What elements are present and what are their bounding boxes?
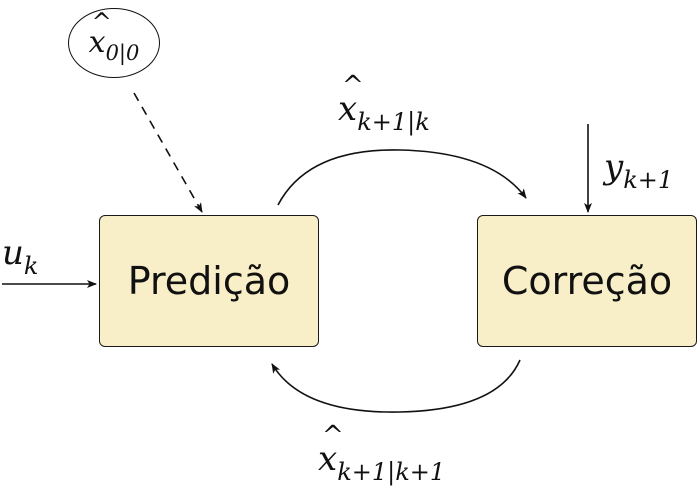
initial-state-arrow [133,92,203,213]
prediction-block: Predição [99,215,319,347]
prediction-to-correction-arrow [277,149,527,206]
prediction-label: Predição [127,259,291,303]
correction-to-prediction-arrow [271,359,521,413]
initial-state-label: ^x0|0 [88,8,140,65]
initial-state-node: ^x0|0 [68,8,160,78]
correction-block: Correção [477,215,697,347]
measurement-label: yk+1 [604,147,674,194]
corrected-estimate-label: ^xk+1|k+1 [318,421,446,486]
predicted-estimate-label: ^xk+1|k [338,71,430,136]
input-label: uk [2,233,39,280]
correction-label: Correção [501,259,673,303]
